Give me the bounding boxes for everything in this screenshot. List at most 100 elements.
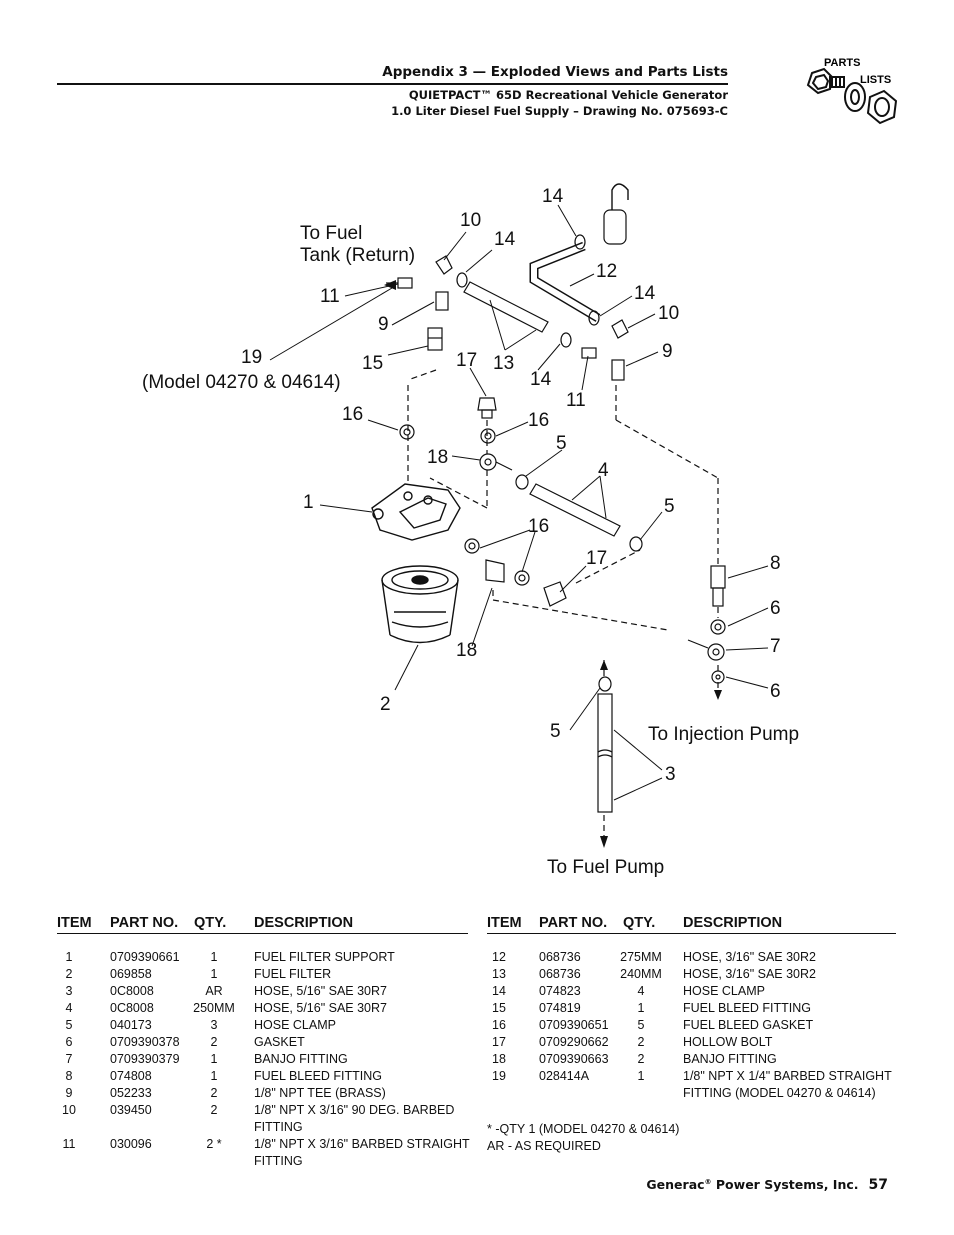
callout-13: 13 — [493, 353, 514, 374]
company-suffix: Power Systems, Inc. — [711, 1177, 859, 1192]
footnotes: * -QTY 1 (MODEL 04270 & 04614) AR - AS R… — [487, 1121, 679, 1155]
description-cell: FITTING — [254, 1154, 303, 1168]
callout-5c: 5 — [550, 721, 561, 742]
callout-6a: 6 — [770, 598, 781, 619]
callout-7: 7 — [770, 636, 781, 657]
qty-cell: 1 — [210, 950, 218, 964]
part-no-cell: 0709290662 — [539, 1035, 609, 1049]
description-cell: HOSE, 5/16" SAE 30R7 — [254, 1001, 387, 1015]
callout-15: 15 — [362, 353, 383, 374]
qty-cell: 240MM — [620, 967, 662, 981]
description-cell: HOSE CLAMP — [683, 984, 765, 998]
to-fuel-pump: To Fuel Pump — [547, 857, 664, 878]
qty-cell: AR — [205, 984, 223, 998]
part-no-cell: 0709390378 — [110, 1035, 180, 1049]
callout-14b: 14 — [494, 229, 516, 250]
col-part: PART NO. — [539, 915, 608, 931]
qty-cell: 2 — [210, 1035, 218, 1049]
part-no-cell: 074808 — [110, 1069, 152, 1083]
description-cell: 1/8" NPT X 3/16" BARBED STRAIGHT — [254, 1137, 470, 1151]
part-no-cell: 069858 — [110, 967, 152, 981]
callout-14a: 14 — [542, 186, 564, 207]
description-cell: FUEL FILTER — [254, 967, 332, 981]
part-no-cell: 0709390661 — [110, 950, 180, 964]
part-no-cell: 0C8008 — [110, 1001, 154, 1015]
item-cell: 8 — [65, 1069, 73, 1083]
qty-cell: 1 — [210, 967, 218, 981]
part-no-cell: 039450 — [110, 1103, 152, 1117]
description-cell: FUEL BLEED GASKET — [683, 1018, 814, 1032]
part-no-cell: 030096 — [110, 1137, 152, 1151]
qty-cell: 1 — [637, 1069, 645, 1083]
callout-18a: 18 — [427, 447, 448, 468]
qty-cell: 1 — [210, 1069, 218, 1083]
callout-17a: 17 — [456, 350, 477, 371]
part-no-cell: 0709390651 — [539, 1018, 609, 1032]
qty-cell: 4 — [637, 984, 645, 998]
to-fuel-tank-line2: Tank (Return) — [300, 245, 415, 266]
description-cell: HOSE CLAMP — [254, 1018, 336, 1032]
description-cell: BANJO FITTING — [254, 1052, 348, 1066]
description-cell: 1/8" NPT TEE (BRASS) — [254, 1086, 386, 1100]
callout-14c: 14 — [634, 283, 656, 304]
description-cell: HOSE, 5/16" SAE 30R7 — [254, 984, 387, 998]
qty-cell: 2 — [210, 1103, 218, 1117]
qty-cell: 275MM — [620, 950, 662, 964]
callout-11b: 11 — [566, 390, 586, 411]
qty-cell: 1 — [210, 1052, 218, 1066]
callout-16a: 16 — [342, 404, 363, 425]
page-number: 57 — [868, 1177, 888, 1193]
description-cell: BANJO FITTING — [683, 1052, 777, 1066]
item-cell: 6 — [65, 1035, 73, 1049]
callout-2: 2 — [380, 694, 391, 715]
item-cell: 11 — [62, 1137, 76, 1151]
callout-16b: 16 — [528, 410, 549, 431]
item-cell: 9 — [65, 1086, 73, 1100]
col-desc: DESCRIPTION — [683, 915, 783, 931]
page-footer: Generac® Power Systems, Inc.57 — [646, 1177, 888, 1193]
table-header: ITEM PART NO. QTY. DESCRIPTION — [487, 915, 896, 934]
parts-table-left: ITEM PART NO. QTY. DESCRIPTION 1 07093906… — [57, 915, 470, 1171]
item-cell: 19 — [492, 1069, 506, 1083]
callout-10a: 10 — [460, 210, 481, 231]
callout-11a: 11 — [320, 286, 340, 307]
item-cell: 5 — [65, 1018, 73, 1032]
table-header: ITEM PART NO. QTY. DESCRIPTION — [57, 915, 468, 934]
part-no-cell: 068736 — [539, 950, 581, 964]
item-cell: 10 — [62, 1103, 76, 1117]
qty-cell: 2 * — [206, 1137, 222, 1151]
callout-5a: 5 — [556, 433, 567, 454]
table-row: 8 074808 1 FUEL BLEED FITTING — [57, 1069, 468, 1086]
header-rule — [57, 83, 728, 85]
footnote-qty: * -QTY 1 (MODEL 04270 & 04614) — [487, 1122, 680, 1136]
part-no-cell: 074823 — [539, 984, 581, 998]
parts-lists-badge-icon: PARTS LISTS — [806, 57, 898, 125]
callout-16c: 16 — [528, 516, 549, 537]
callout-12: 12 — [596, 261, 617, 282]
col-qty: QTY. — [623, 915, 656, 931]
qty-cell: 2 — [210, 1086, 218, 1100]
description-cell: FITTING — [254, 1120, 303, 1134]
model-note: (Model 04270 & 04614) — [142, 372, 341, 393]
description-cell: 1/8" NPT X 3/16" 90 DEG. BARBED — [254, 1103, 455, 1117]
item-cell: 14 — [492, 984, 506, 998]
description-cell: FUEL BLEED FITTING — [254, 1069, 383, 1083]
callout-5b: 5 — [664, 496, 675, 517]
description-cell: HOSE, 3/16" SAE 30R2 — [683, 950, 816, 964]
table-row: 14 074823 4 HOSE CLAMP — [487, 984, 896, 1001]
